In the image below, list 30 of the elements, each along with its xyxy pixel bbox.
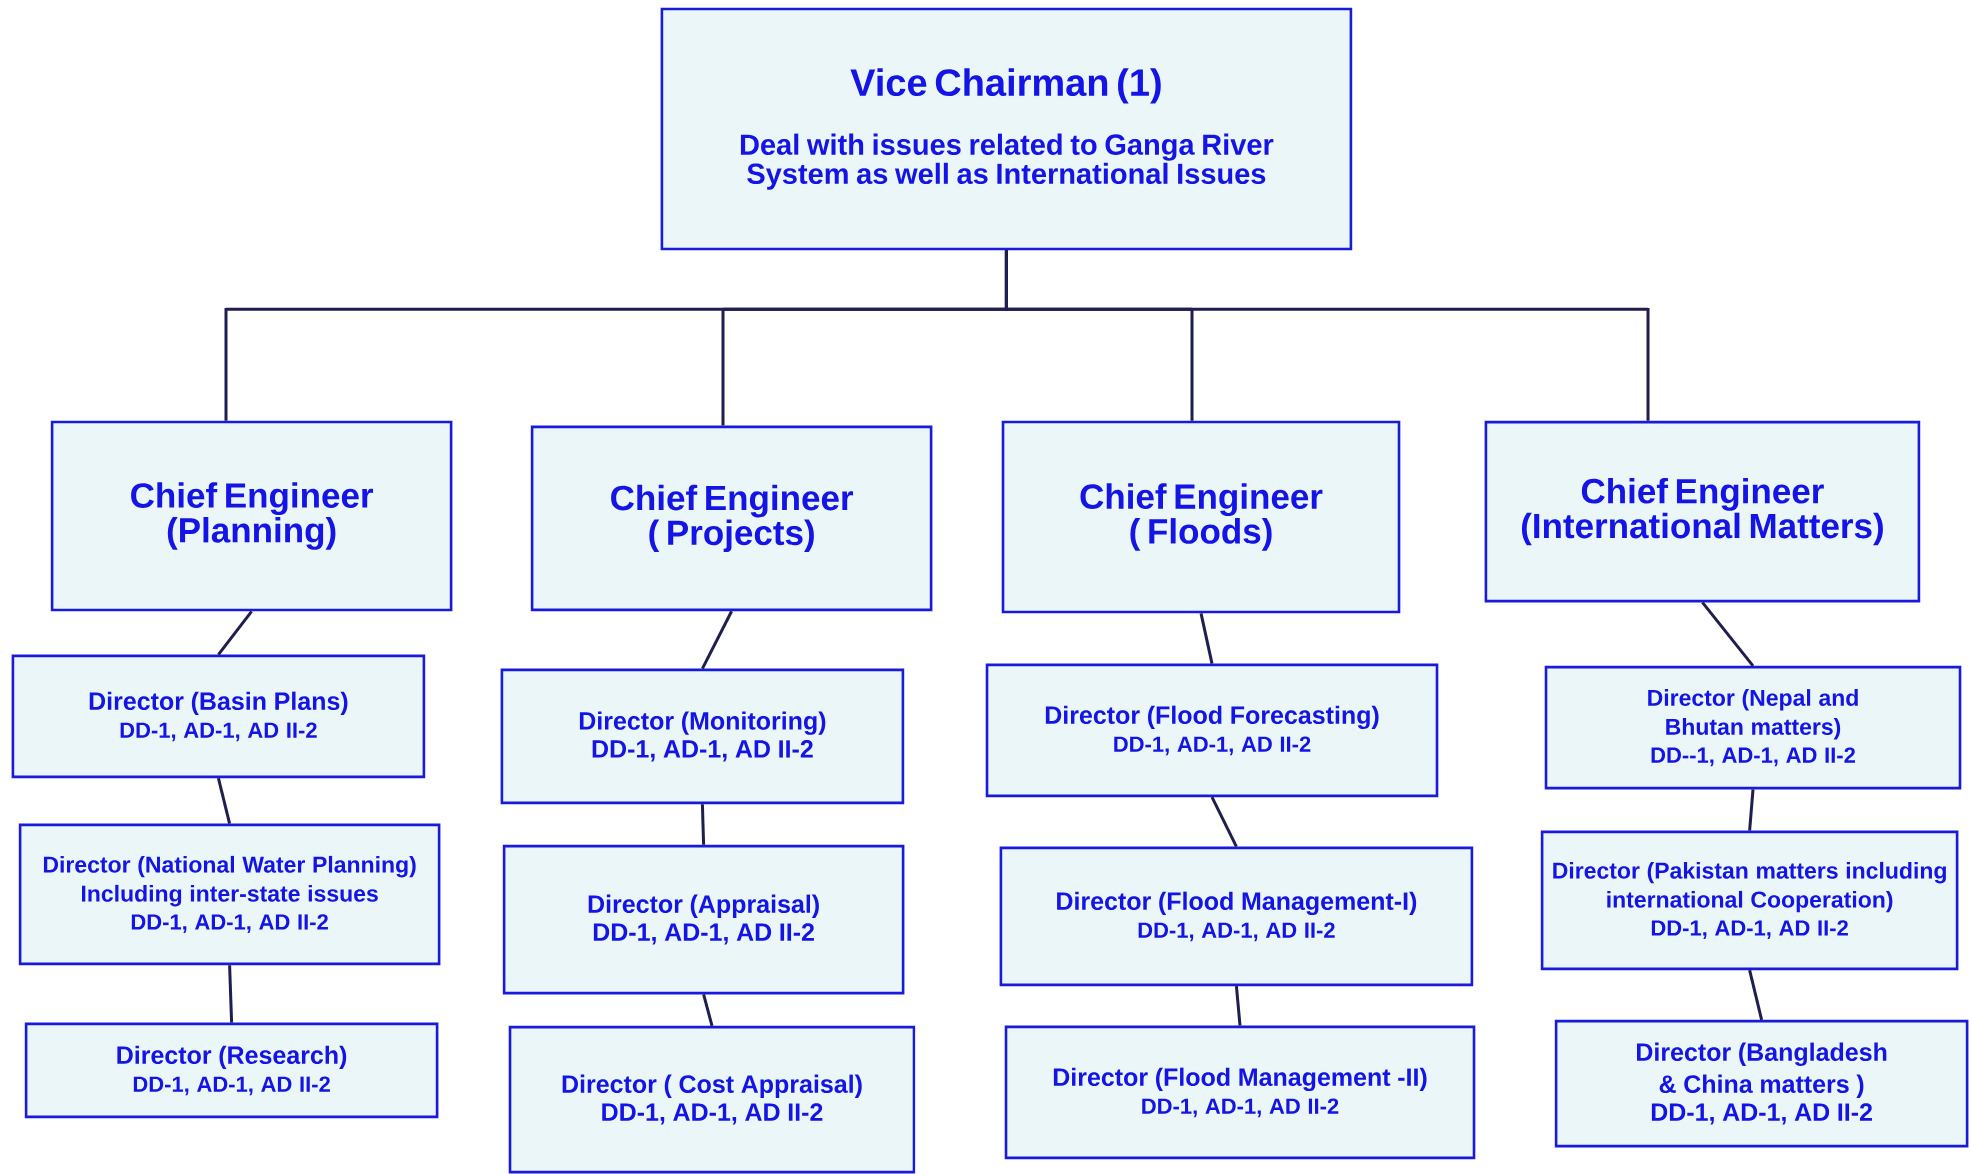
connector-line [1004, 250, 1650, 421]
connector-line [216, 777, 232, 824]
chief-engineer-box: Chief Engineer (Planning) [50, 420, 453, 612]
connector-line [1701, 601, 1755, 667]
chief-engineer-box: Chief Engineer ( Floods) [1001, 420, 1401, 614]
connector-line [700, 804, 706, 845]
connector-line [701, 610, 733, 670]
director-box: Director (Nepal and Bhutan matters) DD--1, AD-1, AD II-2 [1544, 665, 1962, 790]
connector-line [1748, 789, 1755, 831]
title-box: Vice Chairman (1) Deal with issues related to Ganga River System as well as International Issues [660, 7, 1353, 251]
connector-line [702, 994, 714, 1027]
director-box: Director (Flood Management -II) DD-1, AD-1, AD II-2 [1004, 1025, 1476, 1160]
director-box: Director ( Cost Appraisal) DD-1, AD-1, AD II-2 [508, 1025, 916, 1174]
director-box: Director (Research) DD-1, AD-1, AD II-2 [24, 1022, 439, 1119]
director-box: Director (Basin Plans) DD-1, AD-1, AD II-2 [11, 654, 426, 779]
connector-line [1748, 969, 1764, 1021]
connector-line [1234, 986, 1242, 1026]
director-box: Director (Appraisal) DD-1, AD-1, AD II-2 [502, 844, 905, 995]
chief-engineer-box: Chief Engineer (International Matters) [1484, 420, 1921, 603]
director-box: Director (Pakistan matters including international Cooperation) DD-1, AD-1, AD II-2 [1540, 830, 1959, 971]
director-box: Director (Flood Forecasting) DD-1, AD-1, AD II-2 [985, 663, 1439, 798]
connector-line [217, 610, 253, 656]
chief-engineer-box: Chief Engineer ( Projects) [530, 425, 933, 612]
director-box: Director (National Water Planning) Including inter-state issues DD-1, AD-1, AD II-2 [18, 823, 441, 966]
connector-line [1199, 613, 1214, 664]
director-box: Director (Monitoring) DD-1, AD-1, AD II-2 [500, 668, 905, 805]
director-box: Director (Flood Management-I) DD-1, AD-1, AD II-2 [999, 846, 1474, 987]
director-box: Director (Bangladesh & China matters ) DD-1, AD-1, AD II-2 [1554, 1019, 1969, 1148]
connector-line [228, 965, 234, 1023]
connector-line [1210, 796, 1238, 848]
